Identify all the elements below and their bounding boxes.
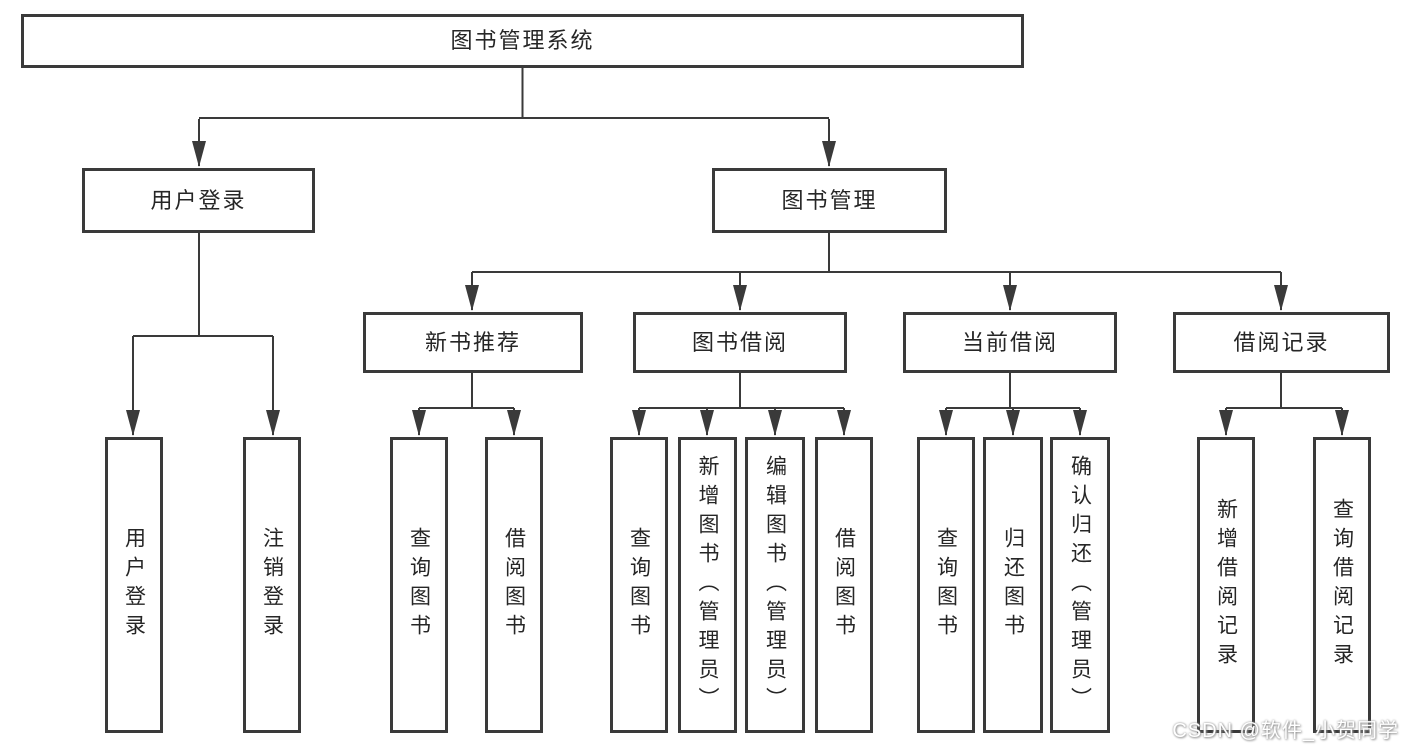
leaf-add-borrow-record: 新增借阅记录 bbox=[1197, 437, 1255, 733]
node-label: 用户登录 bbox=[150, 187, 247, 213]
leaf-borrow-books-recommend: 借阅图书 bbox=[485, 437, 543, 733]
node-user-login: 用户登录 bbox=[82, 168, 315, 233]
node-label: 新书推荐 bbox=[424, 329, 521, 355]
node-current-borrow: 当前借阅 bbox=[903, 312, 1117, 373]
node-label: 查询借阅记录 bbox=[1330, 498, 1354, 672]
csdn-watermark: CSDN @软件_小贺同学 bbox=[1172, 720, 1399, 742]
node-label: 用户登录 bbox=[122, 527, 146, 643]
node-label: 图书借阅 bbox=[691, 329, 788, 355]
leaf-logout: 注销登录 bbox=[243, 437, 301, 733]
node-label: 归还图书 bbox=[1001, 527, 1025, 643]
leaf-return-books: 归还图书 bbox=[983, 437, 1043, 733]
leaf-user-login: 用户登录 bbox=[105, 437, 163, 733]
leaf-query-books-recommend: 查询图书 bbox=[390, 437, 448, 733]
node-label: 当前借阅 bbox=[961, 329, 1058, 355]
leaf-edit-books-admin: 编辑图书（管理员） bbox=[745, 437, 805, 733]
node-label: 查询图书 bbox=[627, 527, 651, 643]
node-label: 借阅图书 bbox=[502, 527, 526, 643]
node-label: 新增图书（管理员） bbox=[696, 454, 719, 716]
node-label: 借阅图书 bbox=[832, 527, 856, 643]
node-label: 图书管理系统 bbox=[450, 28, 595, 53]
node-label: 确认归还（管理员） bbox=[1068, 454, 1092, 716]
leaf-query-books-borrow: 查询图书 bbox=[610, 437, 668, 733]
leaf-confirm-return-admin: 确认归还（管理员） bbox=[1050, 437, 1110, 733]
node-book-management: 图书管理 bbox=[712, 168, 947, 233]
leaf-add-books-admin: 新增图书（管理员） bbox=[678, 437, 737, 733]
node-label: 查询图书 bbox=[407, 527, 431, 643]
node-borrow-records: 借阅记录 bbox=[1173, 312, 1390, 373]
node-new-book-recommend: 新书推荐 bbox=[363, 312, 583, 373]
node-label: 图书管理 bbox=[781, 187, 878, 213]
node-label: 新增借阅记录 bbox=[1214, 498, 1238, 672]
node-root-system: 图书管理系统 bbox=[21, 14, 1024, 68]
node-label: 借阅记录 bbox=[1233, 329, 1330, 355]
node-book-borrow: 图书借阅 bbox=[633, 312, 847, 373]
leaf-query-books-current: 查询图书 bbox=[917, 437, 975, 733]
leaf-query-borrow-record: 查询借阅记录 bbox=[1313, 437, 1371, 733]
node-label: 查询图书 bbox=[934, 527, 958, 643]
leaf-borrow-books: 借阅图书 bbox=[815, 437, 873, 733]
node-label: 注销登录 bbox=[260, 527, 284, 643]
node-label: 编辑图书（管理员） bbox=[763, 454, 787, 716]
